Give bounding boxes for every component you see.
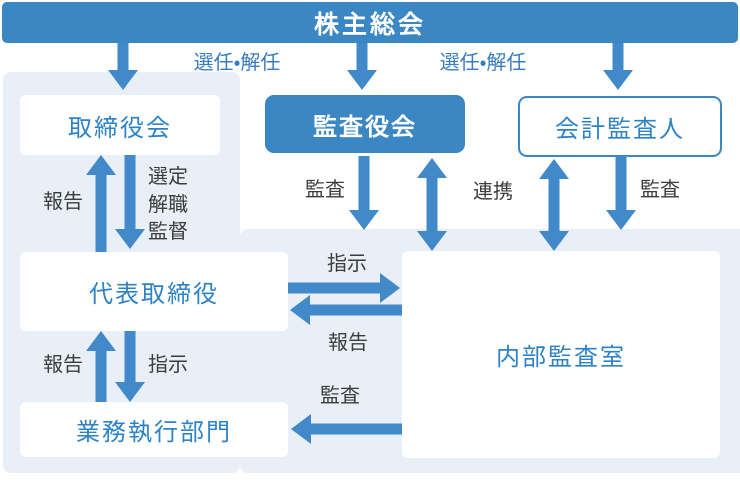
internal-audit-office-label: 内部監査室 [496,344,626,371]
label-audit-by-accounting-auditor: 監査 [640,179,680,201]
arrow-rep-instruct-exec [115,331,145,402]
arrow-audit-board-audit [349,156,379,230]
arrow-shaft [548,176,560,234]
arrow-head-down-icon [606,210,636,230]
arrow-rep-report-to-board [86,155,116,252]
label-instruct-exec: 指示 [148,354,188,376]
label-dismiss: 解職 [148,194,188,216]
representative-director-label: 代表取締役 [89,281,219,308]
arrow-cooperation-audit-board [417,158,447,251]
arrow-head-up-icon [86,331,116,351]
label-supervise: 監督 [148,221,188,243]
arrow-shaft [356,43,368,73]
label-appoint-dismiss-right: 選任・解任 [439,52,527,74]
arrow-head-left-icon [291,414,311,444]
board-of-directors-box: 取締役会 [20,95,220,155]
arrow-head-up-icon [417,158,447,178]
internal-audit-office-box: 内部監査室 [402,251,720,458]
arrow-shaft [615,156,627,213]
arrow-cooperation-accounting-auditor [539,159,569,251]
accounting-auditor-box: 会計監査人 [518,96,722,157]
shareholders-meeting-box: 株主総会 [2,2,738,43]
shareholders-meeting-label: 株主総会 [313,10,426,39]
arrow-shareholders-to-audit-board [347,43,377,90]
arrow-head-right-icon [380,273,400,303]
label-appoint-dismiss-left: 選任・解任 [193,52,281,74]
arrow-shaft [358,156,370,213]
arrow-internal-audit-exec [291,414,402,444]
label-report-to-rep: 報告 [43,354,83,376]
arrow-head-down-icon [417,231,447,251]
label-report-from-internal: 報告 [328,332,368,354]
label-instruct-internal: 指示 [327,253,367,275]
arrow-shaft [95,348,107,402]
executive-departments-box: 業務執行部門 [20,402,288,457]
arrow-shaft [117,43,129,73]
representative-director-box: 代表取締役 [20,252,288,331]
arrow-shareholders-to-accounting-auditor [603,43,633,90]
arrow-shaft [426,175,438,234]
arrow-shaft [612,43,624,73]
executive-departments-label: 業務執行部門 [76,419,232,446]
label-report-to-board: 報告 [43,191,83,213]
arrow-rep-instruct-internal [288,273,400,303]
arrow-shaft [308,423,402,435]
label-select: 選定 [148,166,188,188]
arrow-accounting-auditor-audit [606,156,636,230]
arrow-shaft [288,282,383,294]
arrow-head-down-icon [349,210,379,230]
arrow-head-down-icon [347,70,377,90]
arrow-head-up-icon [539,159,569,179]
arrow-shaft [307,304,402,316]
arrow-head-down-icon [115,229,145,249]
arrow-shaft [95,172,107,252]
arrow-shaft [124,331,136,385]
arrow-exec-report-to-rep [86,331,116,402]
arrow-head-down-icon [539,231,569,251]
arrow-board-supervise-rep [115,155,145,249]
arrow-head-down-icon [603,70,633,90]
audit-board-box: 監査役会 [265,95,465,153]
arrow-shaft [124,155,136,232]
arrow-head-down-icon [108,70,138,90]
accounting-auditor-label: 会計監査人 [555,116,685,143]
label-cooperation: 連携 [473,181,513,203]
arrow-head-down-icon [115,382,145,402]
arrow-shareholders-to-board [108,43,138,90]
board-of-directors-label: 取締役会 [68,114,172,142]
label-audit-by-audit-board: 監査 [305,179,345,201]
label-audit-exec: 監査 [320,385,360,407]
arrow-internal-report-to-rep [290,295,402,325]
arrow-head-left-icon [290,295,310,325]
audit-board-label: 監査役会 [313,113,417,141]
arrow-head-up-icon [86,155,116,175]
